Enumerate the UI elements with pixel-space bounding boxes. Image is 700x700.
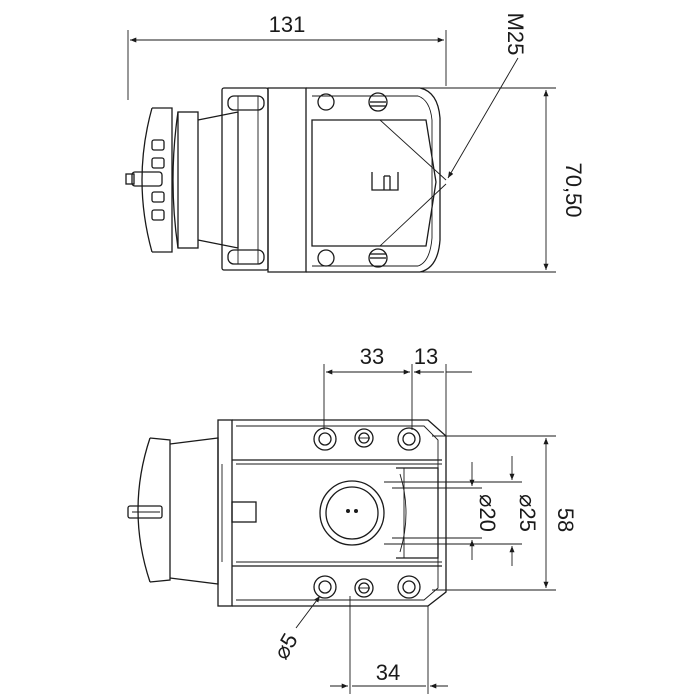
dim-33-label: 33 — [360, 344, 384, 369]
dimension-thread: M25 — [447, 13, 528, 179]
housing-frame-plan — [217, 419, 447, 607]
dim-58-label: 58 — [553, 508, 578, 532]
dimension-base-spacing: 34 — [330, 596, 448, 694]
mounting-slots — [313, 427, 421, 599]
dim-d25-label: ⌀25 — [515, 494, 540, 532]
dim-d5-label: ⌀5 — [268, 629, 302, 664]
housing-body — [267, 87, 441, 273]
dim-131-label: 131 — [269, 12, 306, 37]
mounting-flange — [221, 87, 269, 271]
dim-34-label: 34 — [376, 660, 400, 685]
dimension-diameters: ⌀20 ⌀25 — [384, 456, 540, 566]
screw-top — [368, 92, 388, 112]
dim-m25-label: M25 — [503, 13, 528, 56]
plug-face — [125, 107, 199, 253]
plug-pins — [125, 139, 165, 221]
dim-13-label: 13 — [414, 344, 438, 369]
dim-d20-label: ⌀20 — [475, 494, 500, 532]
dimension-width: 58 — [432, 435, 578, 591]
dimension-screw-spacing: 33 13 — [323, 344, 472, 436]
top-view: 131 M25 70,50 — [125, 12, 586, 273]
dimension-overall-length: 131 — [127, 12, 447, 100]
plug-body-plan — [127, 437, 219, 585]
bottom-view: 33 13 ⌀20 ⌀25 58 ⌀5 — [127, 344, 578, 694]
dimension-height: 70,50 — [420, 87, 586, 273]
dim-70-50-label: 70,50 — [561, 162, 586, 217]
cable-entry — [319, 480, 385, 546]
plan-screws — [354, 428, 374, 598]
earth-symbol — [371, 172, 399, 191]
screw-bottom — [368, 248, 388, 268]
